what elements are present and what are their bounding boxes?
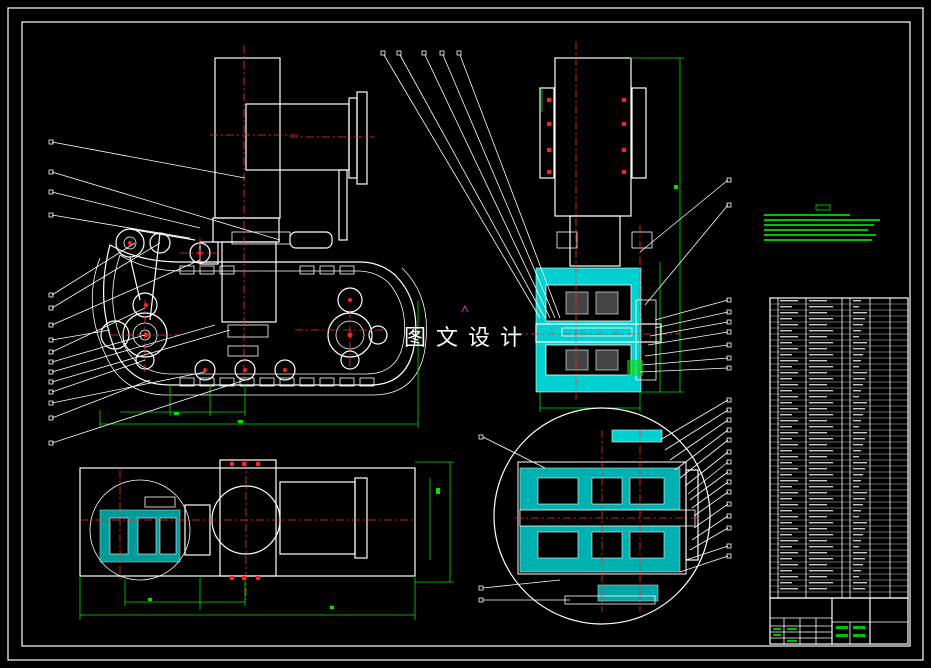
watermark-text: 图文设计 (404, 326, 533, 351)
outer-border (7, 7, 924, 661)
side-view (380, 42, 732, 412)
inner-border (21, 21, 911, 647)
front-view (48, 45, 427, 446)
title-block (769, 597, 909, 645)
detail-view (478, 397, 732, 625)
technical-notes (764, 204, 880, 241)
origin-marker-icon (461, 305, 469, 313)
top-view (79, 459, 454, 620)
parts-list-table (769, 297, 909, 599)
